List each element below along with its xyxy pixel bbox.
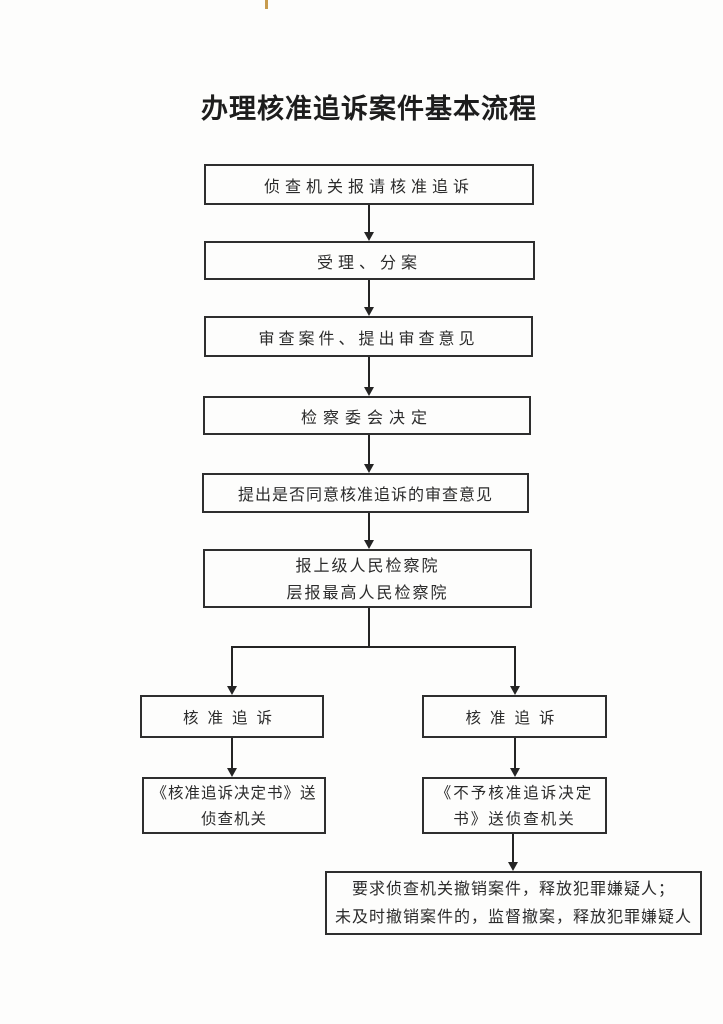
flow-box-outcome-right-line1: 《不予核准追诉决定 [435,783,594,802]
flow-box-outcome-left: 《核准追诉决定书》送 侦查机关 [142,777,326,834]
arrow-down-icon [510,768,520,777]
flow-box-escalate: 报上级人民检察院 层报最高人民检察院 [203,549,532,608]
flow-box-final-action: 要求侦查机关撤销案件，释放犯罪嫌疑人； 未及时撤销案件的，监督撤案，释放犯罪嫌疑… [325,871,702,935]
flow-box-committee-label: 检察委会决定 [300,407,433,427]
arrow-down-icon [364,387,374,396]
flow-box-outcome-left-line2: 侦查机关 [200,809,267,828]
flow-box-committee: 检察委会决定 [203,396,531,435]
arrow-down-icon [364,307,374,316]
flow-box-final-action-line1: 要求侦查机关撤销案件，释放犯罪嫌疑人； [351,879,675,898]
flow-box-outcome-left-line1: 《核准追诉决定书》送 [151,783,317,802]
flow-box-outcome-right-line2: 书》送侦查机关 [453,809,576,828]
connector-line [368,280,370,308]
connector-line [368,513,370,541]
arrow-down-icon [364,464,374,473]
connector-line [368,205,370,233]
connector-line [512,834,514,863]
arrow-down-icon [227,768,237,777]
connector-branch-line [231,646,516,648]
flow-box-final-action-line2: 未及时撤销案件的，监督撤案，释放犯罪嫌疑人 [334,907,692,926]
flow-box-intake: 受理、分案 [204,241,535,280]
flow-box-escalate-line1: 报上级人民检察院 [295,555,440,575]
flow-box-review-label: 审查案件、提出审查意见 [258,328,479,348]
flow-box-report-label: 侦查机关报请核准追诉 [263,176,474,196]
flow-box-approve-right: 核准追诉 [422,695,607,738]
flow-box-review: 审查案件、提出审查意见 [204,316,533,357]
arrow-down-icon [508,862,518,871]
flow-box-report: 侦查机关报请核准追诉 [204,164,534,205]
flow-box-escalate-line2: 层报最高人民检察院 [286,582,449,602]
flow-box-opinion-label: 提出是否同意核准追诉的审查意见 [237,485,493,504]
arrow-down-icon [510,686,520,695]
arrow-down-icon [364,540,374,549]
flow-box-intake-label: 受理、分案 [316,252,422,272]
connector-line [368,435,370,465]
connector-line [514,738,516,769]
flow-box-approve-left: 核准追诉 [140,695,324,738]
connector-line [368,357,370,388]
connector-line [231,646,233,687]
connector-line [514,646,516,687]
arrow-down-icon [227,686,237,695]
flow-box-outcome-right: 《不予核准追诉决定 书》送侦查机关 [422,777,607,834]
scan-artifact-mark [265,0,268,9]
flow-box-approve-right-label: 核准追诉 [465,708,564,727]
flow-box-approve-left-label: 核准追诉 [182,708,281,727]
connector-line [368,608,370,648]
page-title: 办理核准追诉案件基本流程 [201,94,537,124]
connector-line [231,738,233,769]
arrow-down-icon [364,232,374,241]
flow-box-opinion: 提出是否同意核准追诉的审查意见 [202,473,529,513]
